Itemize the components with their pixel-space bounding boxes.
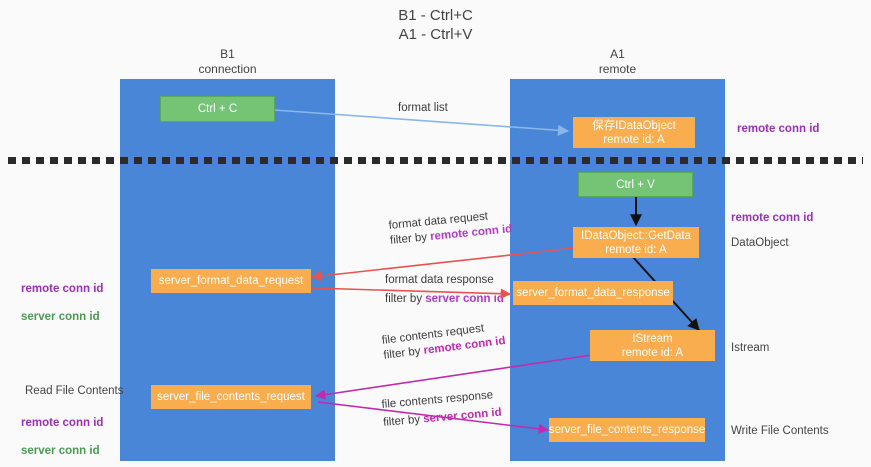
label-read-file-contents: Read File Contents bbox=[25, 385, 124, 397]
node-ctrl-c[interactable]: Ctrl + C bbox=[160, 96, 275, 122]
node-idataobject-getdata[interactable]: IDataObject::GetData remote id: A bbox=[573, 227, 699, 258]
label-conn-ids-bottom: remote conn id server conn id bbox=[21, 402, 103, 467]
edge-highlight-server-conn-id-2: server conn id bbox=[422, 406, 503, 426]
column-header-b1-connection: B1 connection bbox=[198, 47, 257, 76]
label-remote-conn-id-mid: remote conn id bbox=[731, 212, 814, 224]
column-header-a1-remote: A1 remote bbox=[598, 47, 637, 76]
label-remote-conn-id-top: remote conn id bbox=[737, 123, 820, 135]
node-server-file-contents-request[interactable]: server_file_contents_request bbox=[151, 385, 311, 409]
node-istream[interactable]: IStream remote id: A bbox=[590, 330, 715, 361]
edge-label-format-data-response: format data response filter by server co… bbox=[385, 273, 504, 307]
label-server-conn-id-left-bottom: server conn id bbox=[21, 445, 100, 457]
label-remote-conn-id-left-mid: remote conn id bbox=[21, 283, 104, 295]
node-server-file-contents-response[interactable]: server_file_contents_response bbox=[549, 418, 705, 442]
edge-highlight-server-conn-id-1: server conn id bbox=[425, 293, 504, 305]
node-idataobject[interactable]: 保存IDataObject remote id: A bbox=[573, 117, 695, 148]
node-server-format-data-request[interactable]: server_format_data_request bbox=[151, 269, 311, 293]
label-dataobject: DataObject bbox=[731, 237, 789, 249]
label-conn-ids-mid: remote conn id server conn id bbox=[21, 268, 103, 338]
edge-label-format-list-line1: format list bbox=[398, 102, 448, 114]
label-istream: Istream bbox=[731, 342, 770, 354]
node-ctrl-v[interactable]: Ctrl + V bbox=[578, 172, 693, 197]
label-write-file-contents: Write File Contents bbox=[731, 425, 829, 437]
edge-label-format-data-request: format data request filter by remote con… bbox=[388, 207, 513, 249]
edge-label-file-contents-request: file contents request filter by remote c… bbox=[381, 319, 506, 364]
edge-label-format-list: format list bbox=[398, 101, 448, 116]
page-title: B1 - Ctrl+C A1 - Ctrl+V bbox=[398, 7, 473, 43]
label-server-conn-id-left-mid: server conn id bbox=[21, 311, 100, 323]
label-remote-conn-id-left-bottom: remote conn id bbox=[21, 417, 104, 429]
node-server-format-data-response[interactable]: server_format_data_response bbox=[513, 281, 673, 305]
phase-divider bbox=[8, 157, 863, 164]
edge-label-format-data-response-line2: filter by server conn id bbox=[385, 293, 504, 305]
edge-label-format-data-response-line1: format data response bbox=[385, 274, 494, 286]
edge-label-file-contents-response: file contents response filter by server … bbox=[381, 388, 502, 431]
